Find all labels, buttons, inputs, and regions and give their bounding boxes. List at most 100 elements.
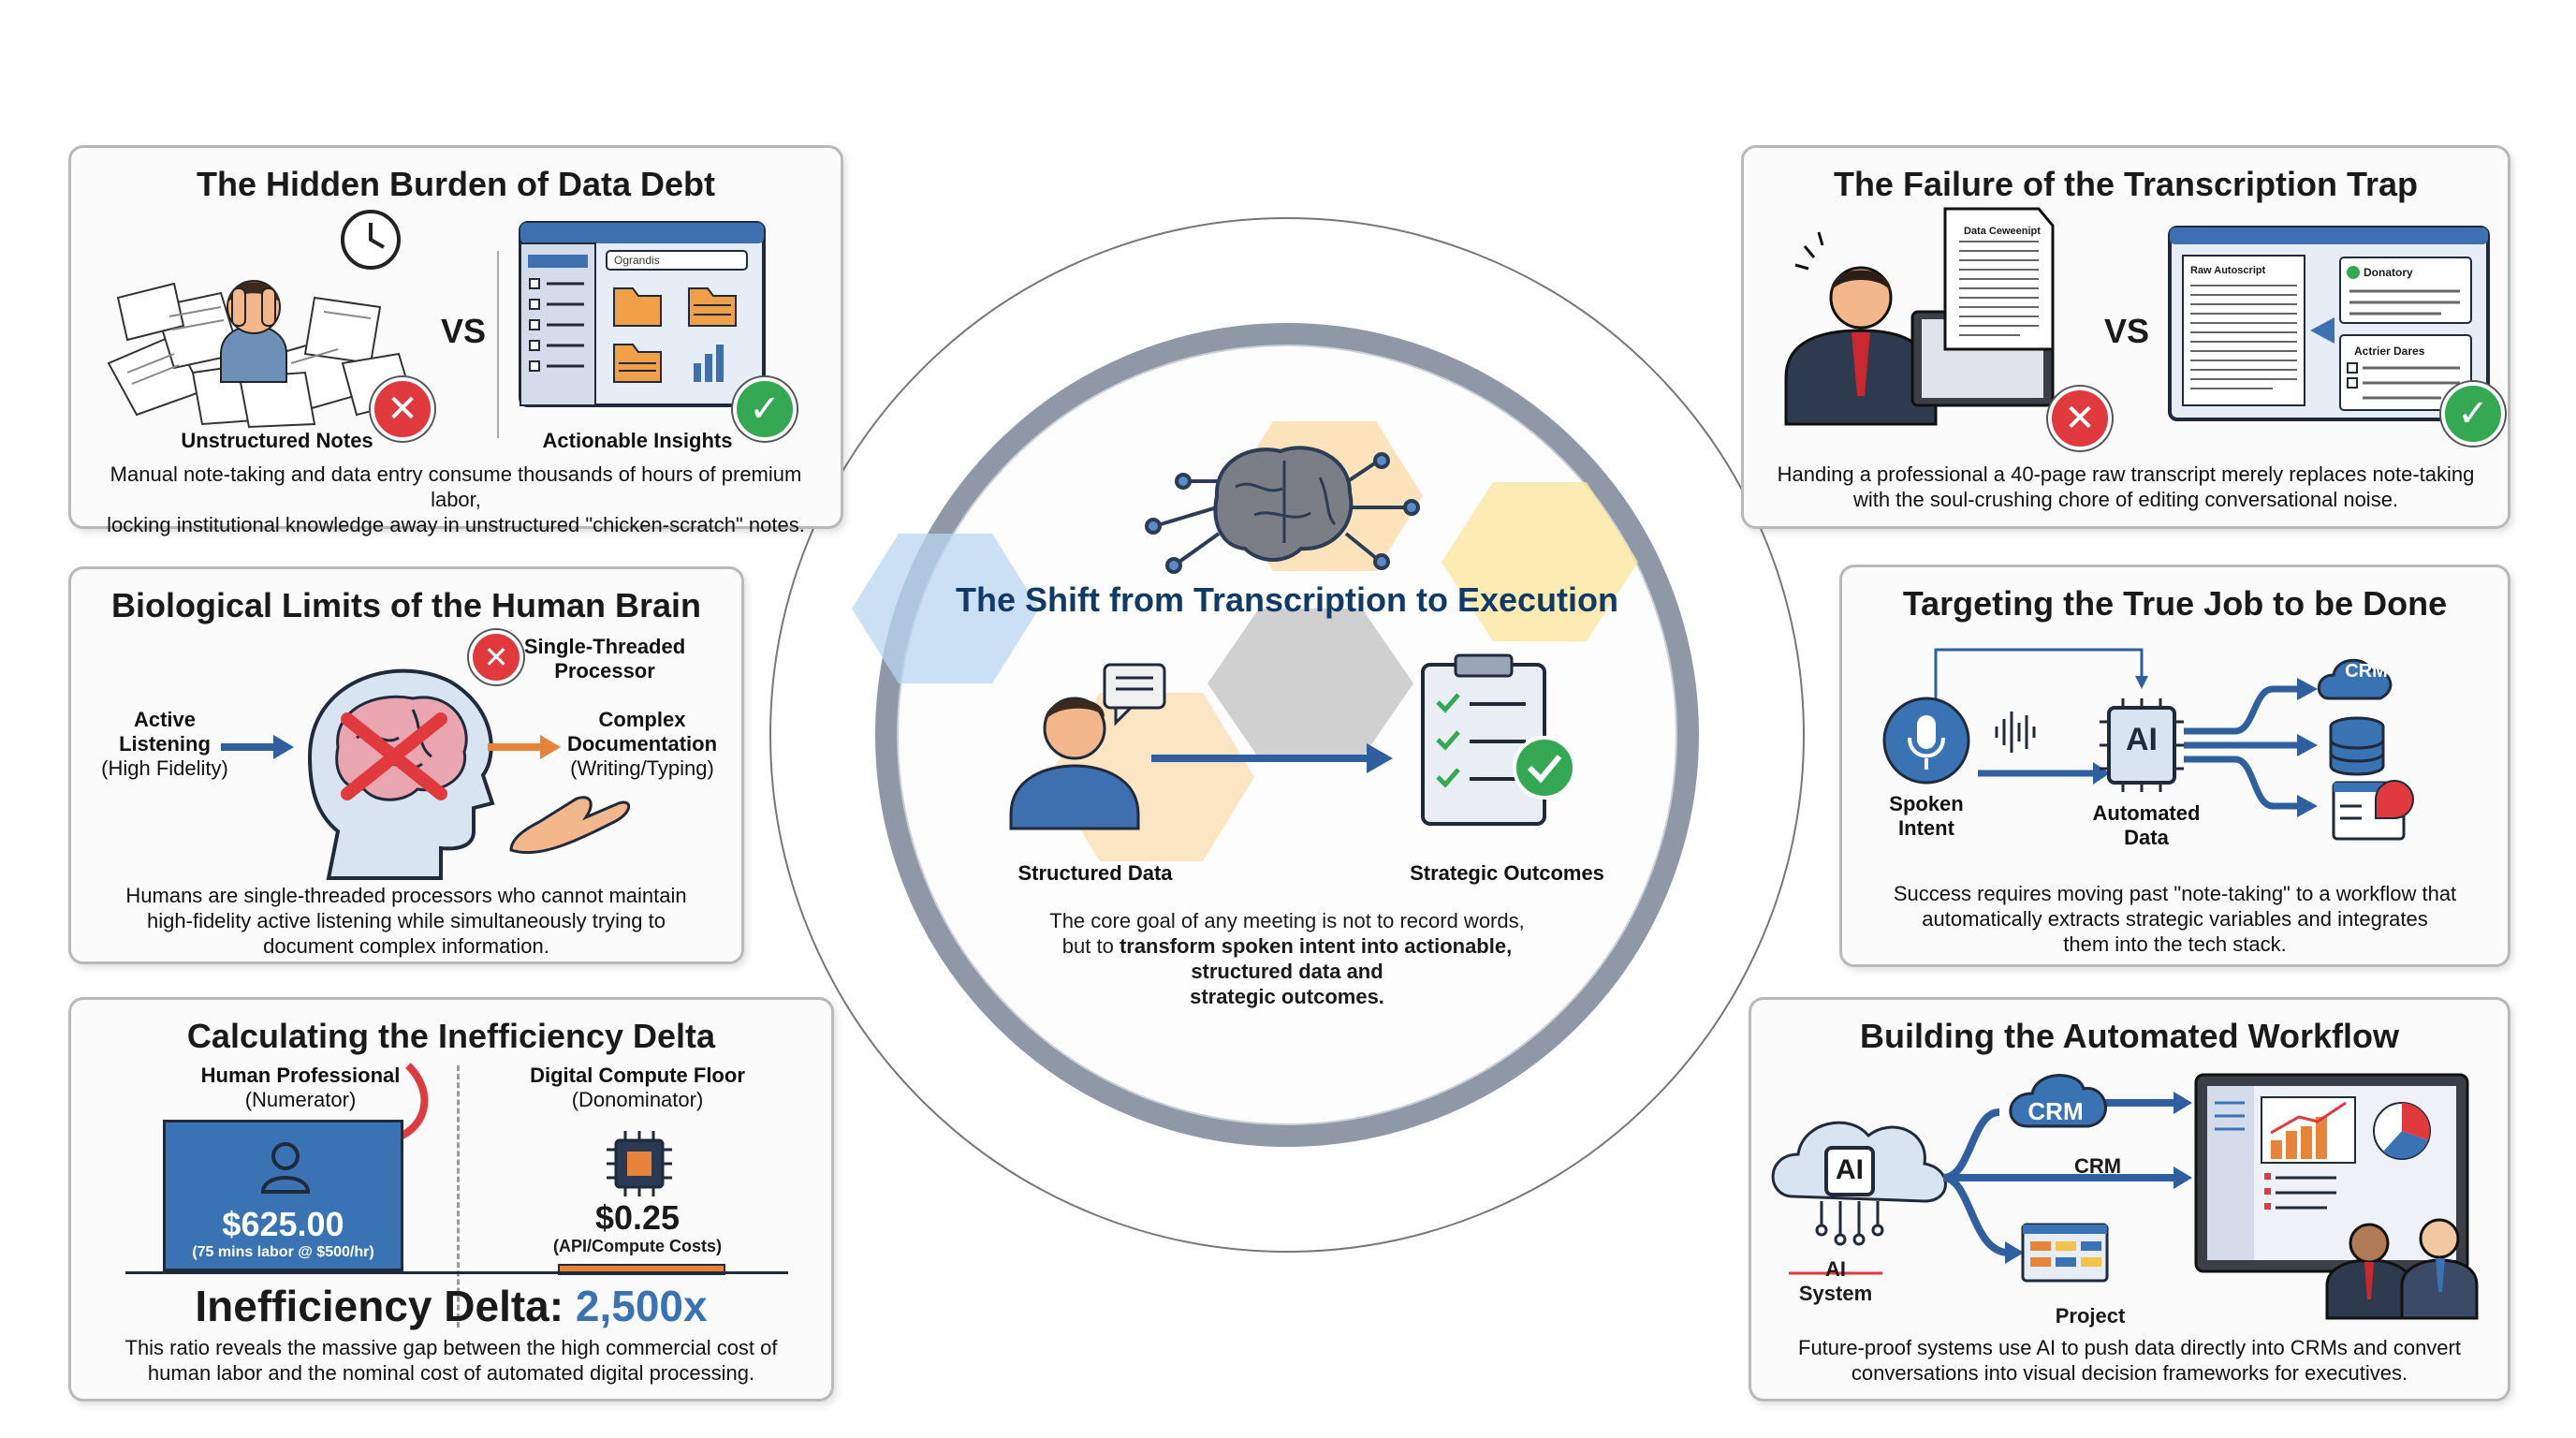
active-line2: Listening [119, 732, 211, 756]
card-description: Future-proof systems use AI to push data… [1770, 1335, 2489, 1386]
complex-documentation-label: Complex Documentation (Writing/Typing) [549, 708, 736, 781]
spoken-intent-label: Spoken Intent [1880, 792, 1973, 841]
desc-line1: Future-proof systems use AI to push data… [1798, 1336, 2461, 1359]
center-desc-line3: structured data and [1191, 960, 1383, 983]
desc-line2: automatically extracts strategic variabl… [1922, 907, 2428, 931]
center-desc-line2: but to transform spoken intent into acti… [955, 933, 1619, 959]
x-mark-icon: ✕ [2048, 387, 2112, 450]
hex-gray [1208, 609, 1413, 758]
human-cost-block: $625.00 (75 mins labor @ $500/hr) [163, 1120, 403, 1271]
card-title: Biological Limits of the Human Brain [110, 586, 702, 624]
human-line2: (Numerator) [244, 1088, 357, 1111]
brain-network-icon [1145, 446, 1420, 574]
digital-compute-label: Digital Compute Floor (Donominator) [497, 1064, 778, 1112]
card-biological-limits: Biological Limits of the Human Brain ✕ A… [68, 566, 744, 964]
user-icon [260, 1142, 311, 1194]
complex-line3: (Writing/Typing) [570, 756, 714, 780]
messy-papers-illustration [107, 210, 415, 429]
center-desc-line2-prefix: but to [1061, 934, 1114, 958]
single-threaded-label: Single-Threaded Processor [511, 635, 698, 683]
head-brain-illustration [307, 668, 495, 880]
desc-line3: document complex information. [263, 934, 549, 958]
card-title: Calculating the Inefficiency Delta [186, 1017, 716, 1055]
center-right-label: Strategic Outcomes [1410, 861, 1604, 885]
desc-line1: Success requires moving past "note-takin… [1893, 882, 2457, 905]
human-professional-label: Human Professional (Numerator) [174, 1064, 427, 1112]
x-mark-icon: ✕ [371, 377, 434, 441]
project-label: Project [2055, 1304, 2126, 1328]
desc-line1: This ratio reveals the massive gap betwe… [124, 1336, 778, 1359]
card-automated-workflow: Building the Automated Workflow [1749, 997, 2510, 1401]
spoken-line2: Intent [1898, 816, 1954, 840]
desc-line2: with the soul-crushing chore of editing … [1852, 488, 2399, 511]
crm-label: CRM [2073, 1154, 2122, 1178]
executive-dashboard-icon [2194, 1073, 2469, 1273]
x-mark-icon: ✕ [469, 630, 523, 684]
crm-cloud-text: CRM [2027, 1097, 2084, 1125]
center-left-label: Structured Data [1017, 861, 1173, 885]
cpu-chip-icon [607, 1131, 672, 1196]
active-listening-label: Active Listening (High Fidelity) [90, 708, 240, 781]
actionable-insights-label: Actionable Insights [542, 429, 733, 452]
hex-blue [852, 534, 1039, 683]
digital-value: $0.25 [594, 1198, 681, 1237]
center-desc-line4: strategic outcomes. [1190, 985, 1384, 1008]
ai-chip-icon [2107, 706, 2176, 785]
delta-value: 2,500x [575, 1282, 708, 1330]
delta-label: Inefficiency Delta: [195, 1282, 564, 1330]
active-line1: Active [133, 708, 197, 731]
card-inefficiency-delta: Calculating the Inefficiency Delta Human… [68, 997, 834, 1401]
search-box-text: Ograndis [614, 254, 660, 267]
ai-system-label: AI System [1798, 1257, 1873, 1305]
card-description: Manual note-taking and data entry consum… [90, 462, 822, 537]
baseline [125, 1271, 788, 1274]
center-desc-line1: The core goal of any meeting is not to r… [1049, 909, 1525, 932]
ai-chip-label: AI [2126, 722, 2158, 757]
card-description: Humans are single-threaded processors wh… [90, 883, 723, 959]
executives-icon [2325, 1218, 2479, 1320]
automated-line1: Automated [2092, 801, 2201, 825]
center-hub: The Shift from Transcription to Executio… [768, 215, 1807, 1255]
automated-data-label: Automated Data [2086, 801, 2207, 850]
arrow-in-icon [221, 735, 294, 759]
desc-line2: conversations into visual decision frame… [1851, 1361, 2408, 1385]
active-line3: (High Fidelity) [101, 756, 228, 780]
center-desc-line2-bold: transform spoken intent into actionable, [1119, 934, 1513, 958]
complex-line2: Documentation [566, 732, 718, 756]
structured-doc-illustration [2168, 226, 2490, 421]
check-mark-icon: ✓ [2441, 382, 2505, 446]
card-description: Success requires moving past "note-takin… [1861, 881, 2489, 957]
card-description: This ratio reveals the massive gap betwe… [90, 1335, 812, 1386]
crm-label: CRM [2345, 661, 2388, 682]
single-line2: Processor [554, 659, 655, 682]
card-description: Handing a professional a 40-page raw tra… [1763, 462, 2489, 512]
box1-heading: Donatory [2364, 266, 2413, 279]
inefficiency-delta-result: Inefficiency Delta: 2,500x [71, 1281, 831, 1331]
check-mark-icon: ✓ [733, 377, 797, 441]
desc-line1: Manual note-taking and data entry consum… [110, 462, 802, 511]
automated-line2: Data [2124, 826, 2169, 849]
arrow-out-icon [488, 735, 561, 759]
spoken-line1: Spoken [1889, 792, 1964, 815]
doc-heading: Data Ceweenipt [1964, 226, 2041, 237]
database-icon [2329, 716, 2385, 776]
ai-box-label: AI [1836, 1154, 1864, 1185]
center-rings [769, 217, 1805, 1253]
human-note: (75 mins labor @ $500/hr) [192, 1244, 374, 1260]
center-title: The Shift from Transcription to Executio… [955, 580, 1619, 619]
card-title: Targeting the True Job to be Done [1902, 584, 2448, 623]
card-data-debt: The Hidden Burden of Data Debt ✕ VS [68, 145, 843, 536]
open-hand-icon [509, 796, 631, 855]
digital-note: (API/Compute Costs) [553, 1237, 722, 1255]
card-transcription-trap: The Failure of the Transcription Trap Da… [1741, 145, 2510, 529]
true-job-flow [1882, 648, 2414, 841]
desc-line3: them into the tech stack. [2063, 932, 2287, 956]
dashed-divider [457, 1065, 460, 1328]
card-true-job: Targeting the True Job to be Done [1839, 565, 2510, 967]
desc-line1: Humans are single-threaded processors wh… [125, 884, 687, 907]
desc-line2: human labor and the nominal cost of auto… [147, 1361, 755, 1385]
chart-doc-icon [2332, 780, 2414, 841]
card-title: Building the Automated Workflow [1860, 1017, 2399, 1055]
workflow-diagram [1771, 1073, 2479, 1320]
center-arrow [1151, 743, 1393, 773]
